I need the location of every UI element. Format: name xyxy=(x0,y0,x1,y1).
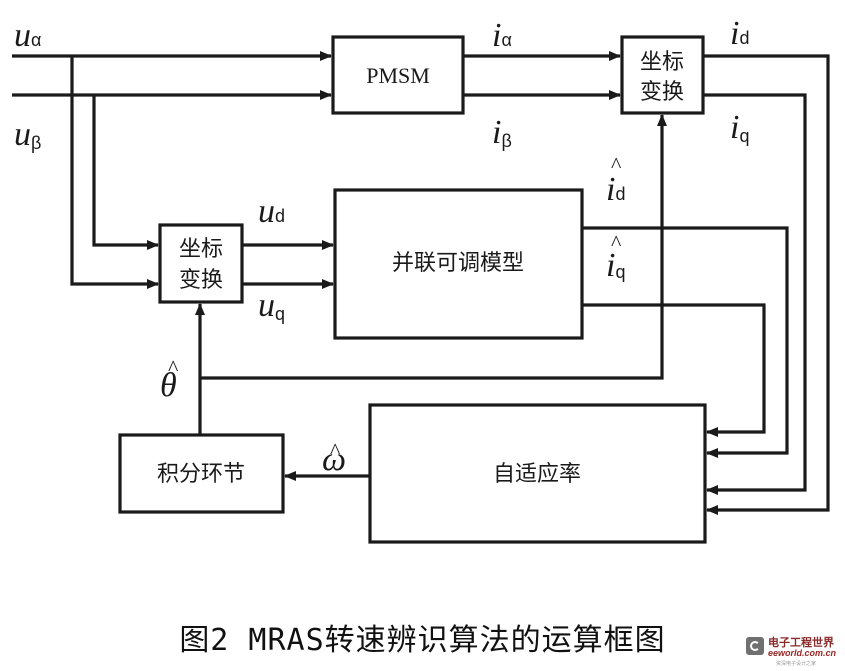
parallel-model-label: 并联可调模型 xyxy=(392,251,524,276)
label-theta-hat: θ xyxy=(160,367,177,404)
label-theta-hat-caret: ^ xyxy=(168,355,179,380)
adaptive-law-label: 自适应率 xyxy=(493,462,581,487)
label-u-alpha: uα xyxy=(14,17,41,54)
pmsm-block: PMSM xyxy=(331,35,465,115)
parallel-model-block: 并联可调模型 xyxy=(333,188,584,340)
coord-transform-top-label-1: 坐标 xyxy=(640,50,684,75)
wire-i-d-hat xyxy=(582,226,789,458)
integrator-block: 积分环节 xyxy=(118,433,285,514)
wire-i-q xyxy=(703,93,807,495)
mras-block-diagram: PMSM 坐标 变换 坐标 变换 并联可调模型 自适应率 积分环节 uα uβ … xyxy=(12,15,830,544)
coord-transform-bottom-label-2: 变换 xyxy=(179,268,223,293)
adaptive-law-block: 自适应率 xyxy=(368,403,707,544)
label-i-beta: iβ xyxy=(492,114,512,151)
coord-transform-top-label-2: 变换 xyxy=(640,80,684,105)
wire-u-alpha-tap xyxy=(70,56,159,289)
wire-i-d xyxy=(703,54,830,515)
pmsm-label: PMSM xyxy=(366,63,430,88)
label-omega-hat-caret: ^ xyxy=(330,438,341,463)
watermark-tagline: 资深电子设计之家 xyxy=(776,661,817,667)
coord-transform-bottom-block: 坐标 变换 xyxy=(158,223,244,304)
wire-theta-hat xyxy=(200,114,667,380)
label-i-alpha: iα xyxy=(492,17,512,54)
wire-i-q-hat xyxy=(582,303,766,437)
coord-transform-bottom-label-1: 坐标 xyxy=(179,237,223,262)
label-i-d: id xyxy=(730,15,749,52)
watermark: 电子工程世界 eeworld.com.cn 资深电子设计之家 xyxy=(746,633,842,669)
label-u-d: ud xyxy=(258,193,285,230)
label-i-d-hat-caret: ^ xyxy=(611,152,622,177)
label-u-beta: uβ xyxy=(14,116,41,153)
integrator-label: 积分环节 xyxy=(157,462,245,487)
label-i-q-hat-caret: ^ xyxy=(611,230,622,255)
label-u-q: uq xyxy=(258,287,285,324)
label-i-q-hat: iq xyxy=(606,247,625,284)
figure-caption: 图2 MRAS转速辨识算法的运算框图 xyxy=(179,623,666,658)
label-omega-hat: ω xyxy=(322,441,346,478)
eeworld-logo-icon xyxy=(746,637,764,655)
watermark-site: eeworld.com.cn xyxy=(768,648,837,658)
wire-u-beta-tap xyxy=(92,95,159,250)
watermark-name: 电子工程世界 xyxy=(768,636,834,649)
label-i-d-hat: id xyxy=(606,171,625,208)
coord-transform-top-block: 坐标 变换 xyxy=(620,35,705,115)
label-i-q: iq xyxy=(730,109,749,146)
